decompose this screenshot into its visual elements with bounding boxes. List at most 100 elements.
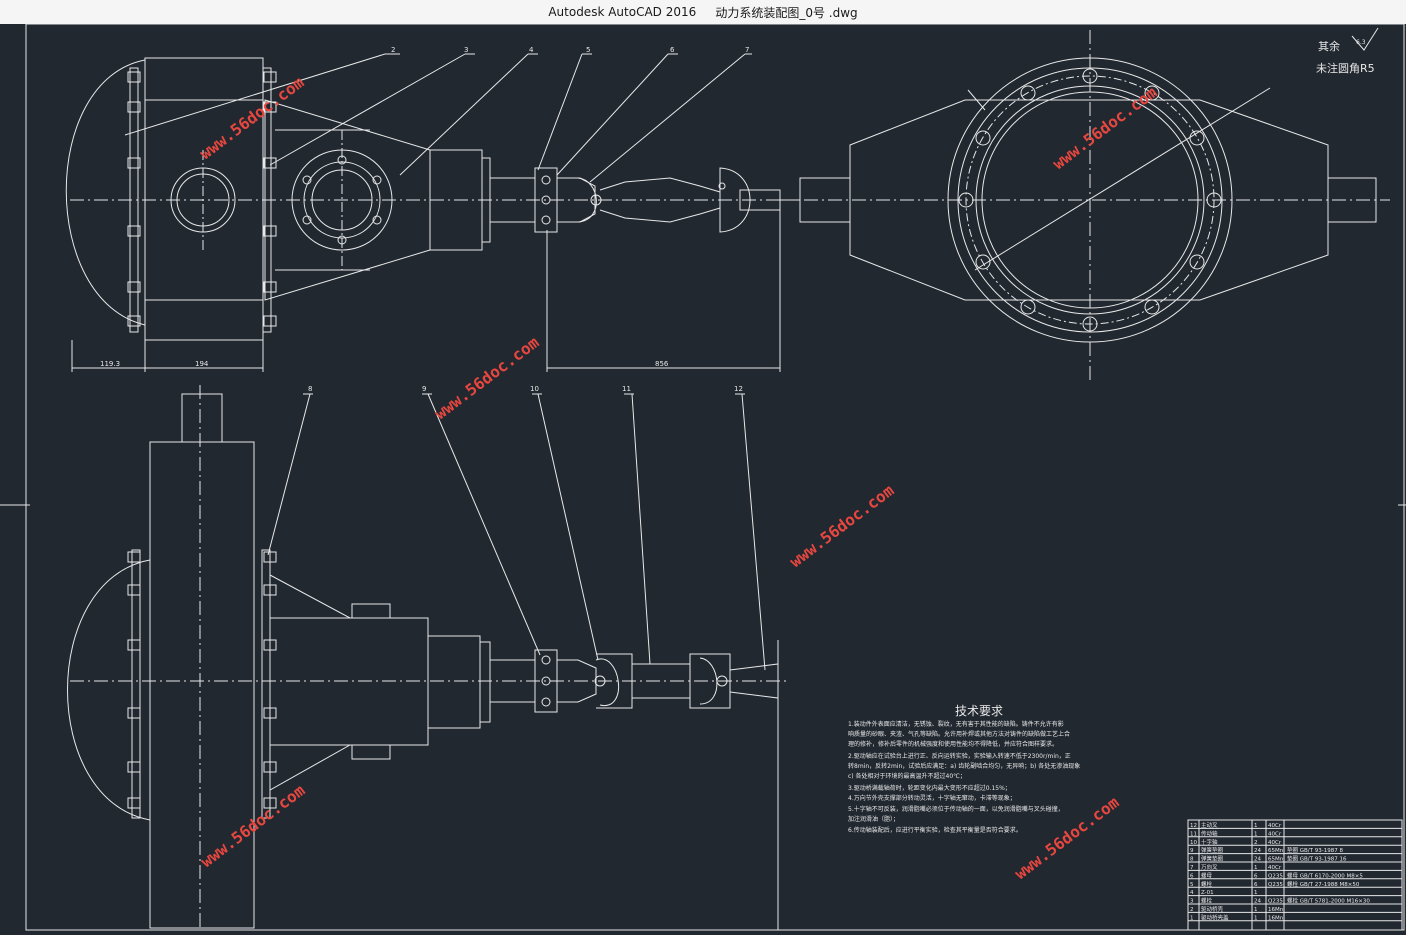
bom-cell: 6 xyxy=(1190,873,1194,879)
bom-cell: 螺母 xyxy=(1201,871,1213,879)
part-number: 3 xyxy=(464,46,468,54)
watermarks: www.56doc.com www.56doc.com www.56doc.co… xyxy=(196,72,1161,883)
top-dimensions xyxy=(71,210,781,372)
bom-cell: 6 xyxy=(1254,873,1258,879)
bom-cell: 螺栓 xyxy=(1201,897,1213,905)
bom-cell: 1 xyxy=(1190,915,1194,921)
bom-cell: 40Cr xyxy=(1268,840,1282,846)
dim-span: 856 xyxy=(655,360,669,368)
tech-line: 理的修补，修补后零件的机械强度和使用性能均不得降低，并应符合图样要求。 xyxy=(848,740,1058,748)
bom-cell: 40Cr xyxy=(1268,865,1282,871)
app-name: Autodesk AutoCAD 2016 xyxy=(548,5,697,19)
bom-cell: 驱动桥壳盖 xyxy=(1201,913,1229,921)
bom-cell: 65Mn xyxy=(1268,857,1284,863)
drawing-frame xyxy=(25,23,1405,931)
roughness-symbol-value: 6.3 xyxy=(1356,39,1366,46)
bom-cell: 1 xyxy=(1254,890,1258,896)
watermark: www.56doc.com xyxy=(786,480,898,571)
part-number: 11 xyxy=(622,385,631,393)
tech-line: 转8min，反转2min，试验后应满足：a) 齿轮副啮合均匀，无异响；b) 各处… xyxy=(848,762,1080,770)
top-housing-view xyxy=(65,57,781,341)
tech-line: 加注润滑油（脂）； xyxy=(848,815,899,823)
tech-line: 6.传动轴装配后，应进行平衡实验，检查其平衡量是否符合要求。 xyxy=(848,826,1022,834)
tech-line: 4.万向节外壳支撑部分转动灵活，十字轴无窜动，卡滞等现象； xyxy=(848,794,1016,802)
bom-cell: 弹簧垫圈 xyxy=(1201,855,1224,863)
bom-cell: 1 xyxy=(1254,915,1258,921)
bom-cell: 驱动桥壳 xyxy=(1201,905,1224,913)
part-number: 4 xyxy=(529,46,534,54)
bom-cell: 24 xyxy=(1254,857,1261,863)
bom-table xyxy=(1187,819,1403,931)
bom-cell: 1 xyxy=(1254,823,1258,829)
tech-line: 2.驱动轴应在试验台上进行正、反向运转实验，实验输入转速不低于2300r/min… xyxy=(848,752,1071,760)
window-title-bar: Autodesk AutoCAD 2016 动力系统装配图_0号 .dwg xyxy=(0,0,1406,25)
part-number: 6 xyxy=(670,46,675,54)
bom-cell: 8 xyxy=(1190,857,1194,863)
roughness-symbol-icon xyxy=(1351,27,1379,51)
roughness-note-1: 其余 xyxy=(1318,39,1340,53)
bom-cell: Q235 xyxy=(1268,899,1283,905)
bom-cell: 11 xyxy=(1190,831,1197,837)
bom-cell: 1 xyxy=(1254,865,1258,871)
part-number: 7 xyxy=(745,46,749,54)
bom-cell: 3 xyxy=(1190,899,1194,905)
watermark: www.56doc.com xyxy=(197,780,309,871)
drawing-canvas[interactable]: 119.3 194 856 2 3 4 5 6 7 其余 未注圆 xyxy=(0,23,1406,931)
watermark: www.56doc.com xyxy=(1049,82,1161,173)
tech-title: 技术要求 xyxy=(955,704,1003,718)
dim-left-b: 194 xyxy=(195,360,209,368)
watermark: www.56doc.com xyxy=(196,72,308,163)
bom-cell: 24 xyxy=(1254,899,1261,905)
bom-cell: 12 xyxy=(1190,823,1197,829)
bom-cell: 螺栓 GB/T 5781-2000 M16×30 xyxy=(1287,897,1370,905)
tech-line: 5.十字轴不可反装，润滑脂嘴必须位于传动轴的一面，以免润滑脂嘴与叉头碰撞， xyxy=(848,805,1064,813)
bom-cell: 16Mn xyxy=(1268,915,1284,921)
part-number: 9 xyxy=(422,385,426,393)
bom-cell: 螺栓 GB/T 27-1988 M8×50 xyxy=(1287,880,1360,888)
part-number: 2 xyxy=(391,46,395,54)
bom-cell: 螺母 GB/T 6170-2000 M8×5 xyxy=(1287,871,1363,879)
leaders-top xyxy=(124,53,752,183)
bom-cell: 1 xyxy=(1254,907,1258,913)
bottom-plan-view xyxy=(67,393,779,929)
tech-line: c) 各处相对于环境的最高温升不超过40℃； xyxy=(848,772,966,780)
roughness-note-2: 未注圆角R5 xyxy=(1316,61,1375,75)
bom-cell: 2 xyxy=(1190,907,1194,913)
bom-cell: 垫圈 GB/T 93-1987 16 xyxy=(1287,855,1347,863)
tech-line: 1.装动件外表面应清洁，无锈蚀、裂纹，无有害于其性能的缺陷。铸件不允许有影 xyxy=(848,720,1064,728)
bom-cell: Z-01 xyxy=(1201,890,1214,896)
bom-cell: 2 xyxy=(1254,840,1258,846)
part-number: 8 xyxy=(308,385,312,393)
bom-cell: 16Mn xyxy=(1268,907,1284,913)
drawing-svg: 119.3 194 856 2 3 4 5 6 7 其余 未注圆 xyxy=(0,23,1406,931)
bom-cell: 24 xyxy=(1254,848,1261,854)
bom-cell: 4 xyxy=(1190,890,1194,896)
part-number: 5 xyxy=(586,46,590,54)
watermark: www.56doc.com xyxy=(431,332,543,423)
bom-cell: 7 xyxy=(1190,865,1194,871)
bom-cell: 40Cr xyxy=(1268,831,1282,837)
dim-left-a: 119.3 xyxy=(100,360,120,368)
bom-cell: 螺栓 xyxy=(1201,880,1213,888)
bom-cell: 十字轴 xyxy=(1201,838,1218,846)
bom-cell: Q235 xyxy=(1268,882,1283,888)
bom-cell: 9 xyxy=(1190,848,1194,854)
tech-requirements: 技术要求 1.装动件外表面应清洁，无锈蚀、裂纹，无有害于其性能的缺陷。铸件不允许… xyxy=(848,704,1080,834)
part-number: 12 xyxy=(734,385,743,393)
bom-cell: 传动轴 xyxy=(1201,829,1218,837)
bom-cell: 40Cr xyxy=(1268,823,1282,829)
file-name: 动力系统装配图_0号 .dwg xyxy=(715,5,858,20)
bom-cell: 万向叉 xyxy=(1201,863,1218,871)
bom-cell: 弹簧垫圈 xyxy=(1201,846,1224,854)
tech-line: 响质量的砂眼、夹渣、气孔等缺陷。允许用补焊或其他方法对铸件的缺陷做工艺上合 xyxy=(848,730,1070,738)
bom-cell: Q235 xyxy=(1268,873,1283,879)
leaders-bottom xyxy=(267,393,766,671)
tech-line: 3.驱动桥满载轴荷时，轮距变化内最大变形不应超过0.15%； xyxy=(848,784,1011,792)
bom-cell: 主动叉 xyxy=(1201,821,1218,829)
bom-cell: 10 xyxy=(1190,840,1197,846)
bom-cell: 5 xyxy=(1190,882,1194,888)
bom-cell: 1 xyxy=(1254,831,1258,837)
part-number: 10 xyxy=(530,385,539,393)
bom-cell: 垫圈 GB/T 93-1987 8 xyxy=(1287,846,1343,854)
bom-cell: 65Mn xyxy=(1268,848,1284,854)
